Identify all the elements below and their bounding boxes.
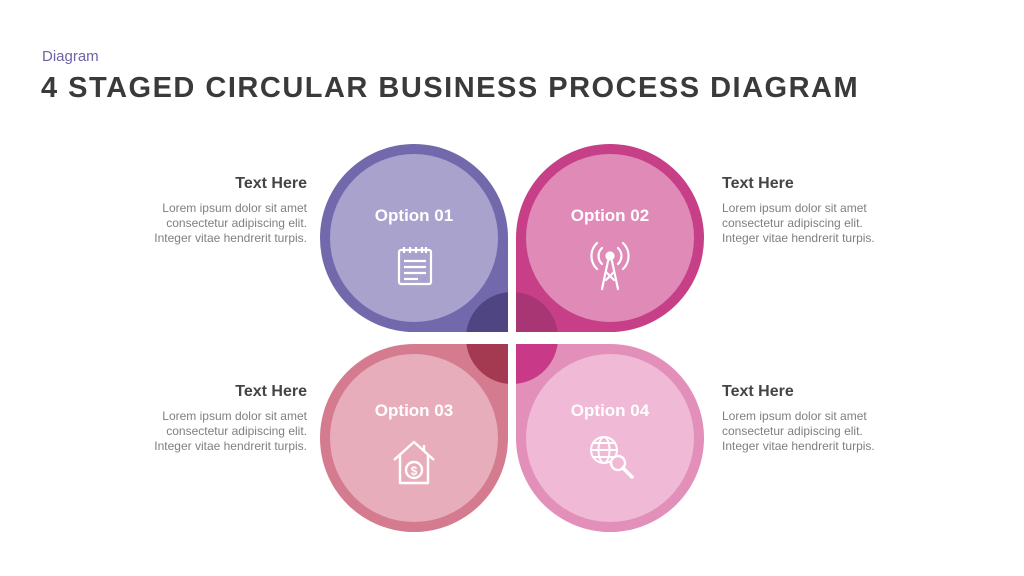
divider-horizontal [460, 332, 564, 344]
text-line: Lorem ipsum dolor sit amet [722, 409, 867, 423]
text-line: Integer vitae hendrerit turpis. [154, 231, 307, 245]
text-line: consectetur adipiscing elit. [722, 424, 863, 438]
antenna-tower-icon [590, 241, 630, 291]
text-line: Integer vitae hendrerit turpis. [722, 231, 875, 245]
text-line: consectetur adipiscing elit. [166, 424, 307, 438]
petal-option-03 [320, 344, 508, 532]
globe-search-icon [590, 436, 634, 479]
petal-option-01 [320, 144, 508, 332]
text-heading: Text Here [235, 175, 307, 192]
page-title: 4 STAGED CIRCULAR BUSINESS PROCESS DIAGR… [41, 72, 860, 104]
overlap-quadrant-tr [512, 292, 558, 332]
text-heading: Text Here [235, 383, 307, 400]
text-line: consectetur adipiscing elit. [166, 216, 307, 230]
petal-inner-circle [330, 154, 498, 322]
dollar-sign-icon: $ [411, 464, 418, 478]
text-heading: Text Here [722, 175, 794, 192]
text-line: Lorem ipsum dolor sit amet [162, 409, 307, 423]
text-block-1: Text Here Lorem ipsum dolor sit amet con… [117, 175, 307, 246]
text-block-3: Text Here Lorem ipsum dolor sit amet con… [117, 383, 307, 454]
center-overlap [460, 288, 564, 388]
petal-inner-circle [526, 154, 694, 322]
text-block-2: Text Here Lorem ipsum dolor sit amet con… [722, 175, 912, 246]
text-line: consectetur adipiscing elit. [722, 216, 863, 230]
option-label-04: Option 04 [571, 401, 650, 420]
text-heading: Text Here [722, 383, 794, 400]
option-label-02: Option 02 [571, 206, 649, 225]
petal-inner-circle [330, 354, 498, 522]
overlap-quadrant-tl [466, 292, 512, 332]
text-line: Integer vitae hendrerit turpis. [722, 439, 875, 453]
option-label-03: Option 03 [375, 401, 453, 420]
notepad-icon [397, 247, 433, 286]
overlap-quadrant-br [512, 344, 558, 384]
overlap-quadrant-bl [466, 344, 512, 384]
house-dollar-icon [393, 440, 435, 485]
text-line: Lorem ipsum dolor sit amet [162, 201, 307, 215]
petal-option-02 [516, 144, 704, 332]
text-line: Lorem ipsum dolor sit amet [722, 201, 867, 215]
text-line: Integer vitae hendrerit turpis. [154, 439, 307, 453]
text-block-4: Text Here Lorem ipsum dolor sit amet con… [722, 383, 912, 454]
category-label: Diagram [42, 48, 99, 65]
option-label-01: Option 01 [375, 206, 453, 225]
